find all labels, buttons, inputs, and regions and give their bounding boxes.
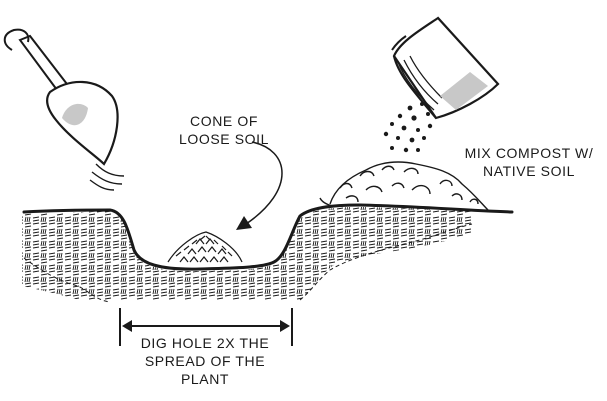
soil-lower-edge	[23, 223, 473, 303]
label-hole-line-3: PLANT	[180, 371, 230, 387]
soil-texture	[22, 207, 472, 300]
cone-pointer-arrow	[245, 141, 283, 225]
falling-compost	[383, 102, 433, 153]
compost-mound	[319, 161, 489, 211]
label-hole-line-1: DIG HOLE 2X THE	[140, 335, 270, 351]
label-compost-line-2: NATIVE SOIL	[483, 163, 575, 179]
dimension-arrowhead-left	[122, 320, 132, 332]
ground-line	[22, 203, 514, 271]
shovel-icon	[3, 28, 125, 191]
cone-arrowhead	[236, 216, 252, 230]
hole-width-dimension	[119, 308, 293, 346]
label-compost-line-1: MIX COMPOST W/	[464, 145, 594, 161]
label-mix-compost: MIX COMPOST W/ NATIVE SOIL	[455, 144, 603, 180]
soil-cone	[167, 231, 243, 263]
label-cone-line-2: LOOSE SOIL	[178, 131, 270, 147]
label-hole-line-2: SPREAD OF THE	[144, 353, 266, 369]
label-cone-of-loose-soil: CONE OF LOOSE SOIL	[164, 112, 284, 148]
dimension-arrowhead-right	[280, 320, 290, 332]
label-cone-line-1: CONE OF	[190, 113, 258, 129]
label-dig-hole: DIG HOLE 2X THE SPREAD OF THE PLANT	[118, 334, 292, 388]
compost-bag-icon	[391, 16, 500, 120]
